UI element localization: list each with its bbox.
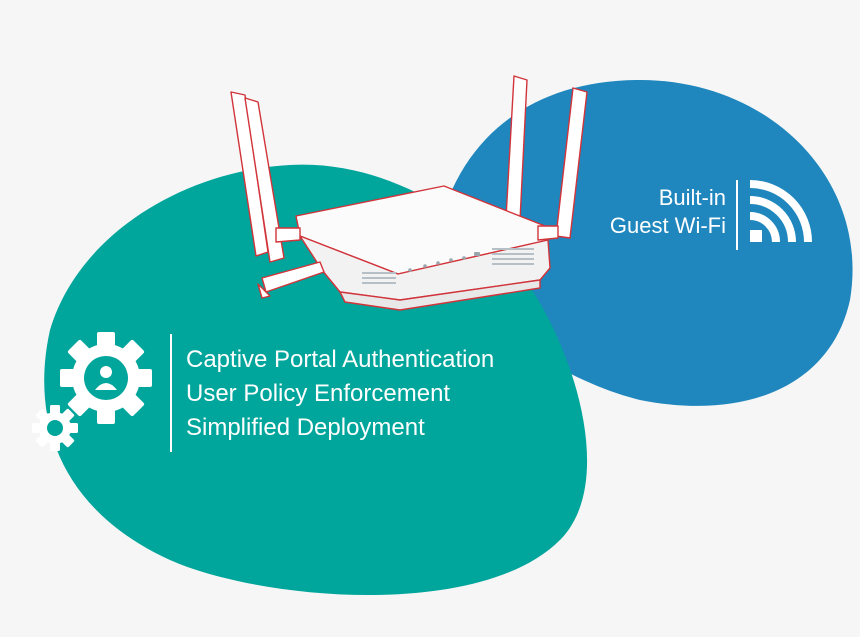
wifi-signal-icon	[749, 180, 812, 243]
wifi-label-line1: Built-in	[658, 185, 726, 210]
feature-user-policy: User Policy Enforcement	[186, 380, 451, 407]
feature-simplified-deployment: Simplified Deployment	[186, 414, 425, 441]
wifi-label: Built-in Guest Wi-Fi	[610, 184, 726, 240]
feature-list: Captive Portal Authentication User Polic…	[186, 343, 494, 445]
feature-divider	[170, 334, 172, 452]
feature-captive-portal: Captive Portal Authentication	[186, 346, 495, 373]
router-details	[362, 248, 534, 284]
wifi-label-line2: Guest Wi-Fi	[609, 213, 726, 238]
gear-user-icon	[32, 332, 152, 451]
wifi-divider	[736, 180, 738, 250]
